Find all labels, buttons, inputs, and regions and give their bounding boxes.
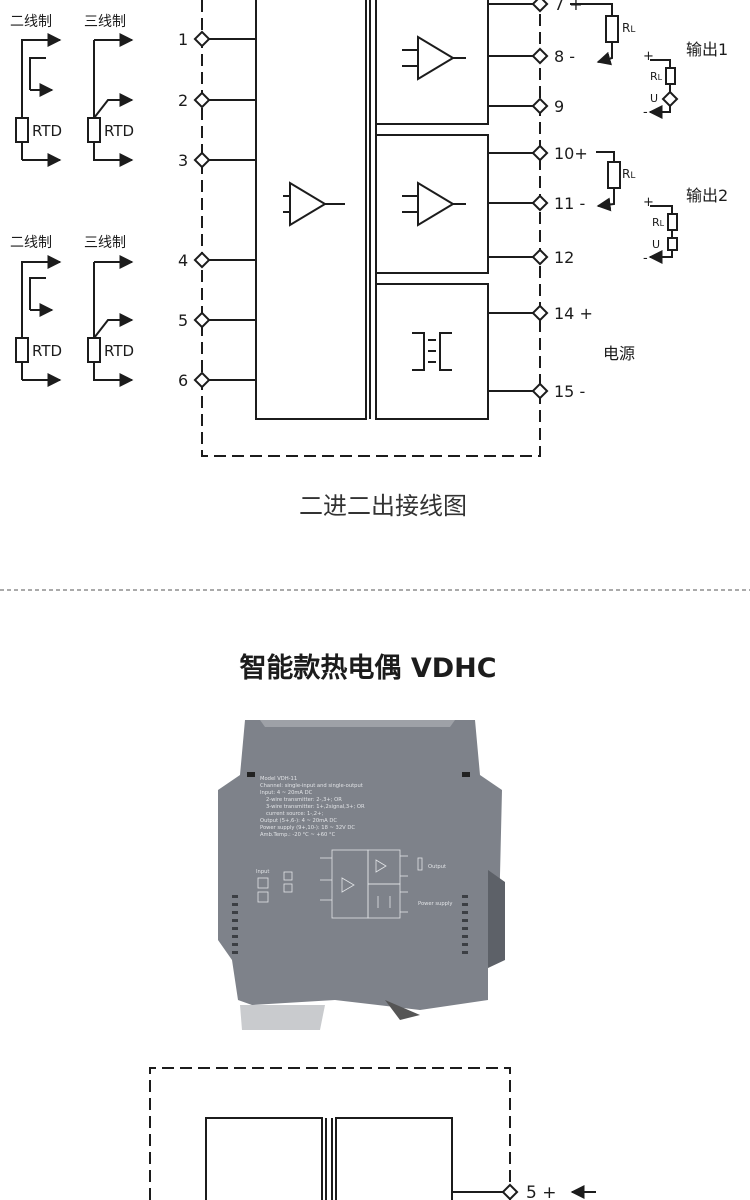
bottom-terminal-number: 5 + <box>526 1183 556 1200</box>
input-block <box>205 1117 323 1200</box>
device-spec-line: Output (5+,6-): 4 ~ 20mA DC <box>260 818 337 824</box>
two-wire-rtd-sketch <box>15 255 62 387</box>
input-terminal-number: 6 <box>178 371 188 390</box>
enclosure-dashed <box>149 1067 511 1200</box>
device-spec-line: current source: 1-,2+; <box>266 811 323 817</box>
product-title: 智能款热电偶 VDHC <box>239 652 496 684</box>
rtd-label: RTD <box>104 342 134 360</box>
device-spec-line: 3-wire transmitter: 1+,2signal,3+; OR <box>266 804 365 810</box>
voltage-loop-output1 <box>648 59 679 119</box>
input-terminal-number: 5 <box>178 311 188 330</box>
device-spec-line: Channel: single-input and single-output <box>260 783 363 789</box>
svg-text:+: + <box>643 49 654 64</box>
output1-label: 输出1 <box>686 40 728 59</box>
amplifier-icon <box>402 35 466 81</box>
two-wire-label: 二线制 <box>10 235 52 251</box>
input-amplifier-block <box>255 0 367 420</box>
enclosure-dashed <box>201 0 541 457</box>
output-terminal-number: 10+ <box>554 144 588 163</box>
output1-amplifier-block <box>375 0 489 125</box>
output-terminal-number: 9 <box>554 97 564 116</box>
output-wires <box>488 3 540 392</box>
device-spec-line: Amb.Temp.: -20 °C ~ +60 °C <box>260 832 336 838</box>
device-spec-line: 2-wire transmitter: 2-,3+; OR <box>266 797 342 803</box>
svg-text:-: - <box>643 251 648 266</box>
device-input-label: Input <box>256 869 269 875</box>
load-resistor-label: RL <box>650 70 663 83</box>
device-spec-line: Power supply (9+,10-): 18 ~ 32V DC <box>260 825 355 831</box>
rtd-label: RTD <box>104 122 134 140</box>
device-output-label: Output <box>428 864 446 870</box>
three-wire-rtd-sketch <box>87 33 134 167</box>
voltage-loop-output2 <box>648 205 678 264</box>
svg-text:+: + <box>643 195 654 210</box>
output-terminal-number: 15 - <box>554 382 585 401</box>
output-terminal-number: 14 + <box>554 304 593 323</box>
transformer-icon <box>412 332 452 371</box>
rtd-label: RTD <box>32 342 62 360</box>
power-transformer-block <box>375 283 489 420</box>
device-spec-line: Model VDH-11 <box>260 776 297 782</box>
device-power-label: Power supply <box>418 901 452 907</box>
load-resistor-label: RL <box>622 21 635 35</box>
svg-text:-: - <box>643 105 648 120</box>
output2-label: 输出2 <box>686 186 728 205</box>
voltage-label: U <box>652 238 660 251</box>
output-block <box>335 1117 453 1200</box>
two-wire-rtd-sketch <box>15 33 62 167</box>
device-image: Model VDH-11 Channel: single-input and s… <box>218 720 505 1030</box>
power-label: 电源 <box>603 344 635 363</box>
output-terminal-number: 7 + <box>554 0 583 14</box>
input-terminal-number: 1 <box>178 30 188 49</box>
three-wire-label: 三线制 <box>84 14 126 30</box>
three-wire-label: 三线制 <box>84 235 126 251</box>
output-terminal-number: 8 - <box>554 47 575 66</box>
input-wires <box>202 38 256 381</box>
amplifier-icon <box>283 181 345 227</box>
top-diagram-labels: 二线制 三线制 RTD RTD 二线制 三线制 RTD RTD 1 2 3 4 … <box>10 0 728 520</box>
output2-amplifier-block <box>375 134 489 274</box>
two-wire-label: 二线制 <box>10 14 52 30</box>
load-resistor-label: RL <box>622 167 635 181</box>
input-terminal-number: 4 <box>178 251 188 270</box>
terminal-markers <box>193 0 549 400</box>
top-wiring-diagram <box>15 0 679 457</box>
three-wire-rtd-sketch <box>87 255 134 387</box>
input-terminal-number: 3 <box>178 151 188 170</box>
output-terminal-number: 12 <box>554 248 574 267</box>
output-terminal-number: 11 - <box>554 194 585 213</box>
device-spec-line: Input: 4 ~ 20mA DC <box>260 790 313 796</box>
input-terminal-number: 2 <box>178 91 188 110</box>
load-loop-output2 <box>596 151 621 212</box>
voltage-label: U <box>650 92 658 105</box>
rtd-label: RTD <box>32 122 62 140</box>
amplifier-icon <box>402 181 466 227</box>
load-resistor-label: RL <box>652 216 665 229</box>
load-loop-output1 <box>570 3 619 66</box>
bottom-wiring-diagram <box>149 1067 596 1200</box>
diagram-caption: 二进二出接线图 <box>299 492 467 520</box>
